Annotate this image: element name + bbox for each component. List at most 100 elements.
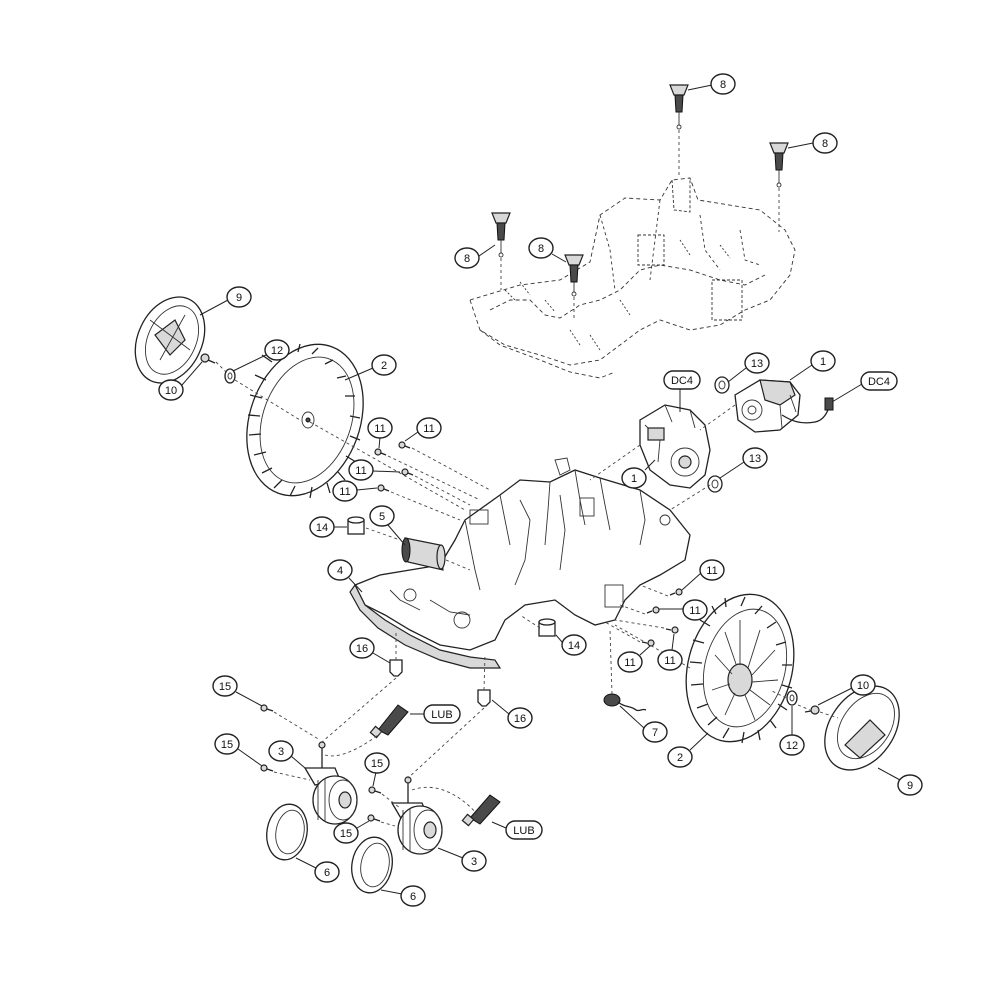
callout-label: 9 — [907, 780, 913, 792]
callout-label: 6 — [410, 891, 416, 903]
bushing-14-lower — [538, 618, 556, 637]
callout-label: 11 — [664, 655, 675, 667]
callout-label: 11 — [423, 423, 434, 435]
callout-bubble: 15 — [364, 752, 390, 774]
callout-bubble: 11 — [657, 649, 683, 671]
callout-bubble: DC4 — [860, 371, 898, 391]
bushing-14-upper — [347, 516, 365, 535]
callout-label: 11 — [689, 605, 700, 617]
callout-label: 10 — [857, 680, 869, 692]
callout-bubble: 2 — [667, 746, 693, 768]
hub-cap-left — [134, 296, 206, 384]
callout-bubble: 2 — [371, 354, 397, 376]
lower-chassis-4 — [349, 457, 691, 669]
callout-bubble: DC4 — [663, 370, 701, 390]
screw-8-parts — [491, 84, 789, 320]
callout-label: 2 — [677, 752, 683, 764]
callouts: 8 8 8 8 9 12 — [158, 73, 923, 907]
callout-label: 11 — [706, 565, 717, 577]
callout-label: 14 — [316, 522, 328, 534]
callout-label: 13 — [751, 358, 763, 370]
callout-bubble: 11 — [699, 559, 725, 581]
upper-chassis — [469, 177, 796, 379]
drive-wheel-right — [685, 593, 795, 744]
washer-12-left — [224, 368, 236, 384]
callout-bubble: 11 — [416, 417, 442, 439]
tire-6-right — [351, 836, 393, 894]
screw-10-left — [200, 353, 216, 364]
callout-label: 5 — [379, 511, 385, 523]
callout-bubble: 11 — [348, 459, 374, 481]
callout-bubble: 8 — [812, 132, 838, 154]
callout-bubble: 1 — [621, 467, 647, 489]
sensor-7 — [603, 693, 647, 712]
callout-label: 16 — [514, 713, 526, 725]
callout-bubble: LUB — [505, 820, 543, 840]
motor-gearbox-1-lower — [639, 404, 711, 489]
callout-label: LUB — [513, 825, 534, 837]
callout-label: 12 — [786, 740, 798, 752]
callout-bubble: 7 — [642, 721, 668, 743]
callout-bubble: 13 — [744, 352, 770, 374]
callout-bubble: 1 — [810, 350, 836, 372]
callout-label: 8 — [822, 138, 828, 150]
callout-label: 16 — [356, 643, 368, 655]
callout-bubble: 4 — [327, 559, 353, 581]
callout-bubble: 10 — [850, 674, 876, 696]
callout-label: 11 — [355, 465, 366, 477]
cable-dc4 — [781, 397, 834, 424]
callout-bubble: 15 — [212, 675, 238, 697]
callout-label: DC4 — [671, 375, 693, 387]
callout-bubble: 6 — [314, 861, 340, 883]
callout-label: 15 — [371, 758, 383, 770]
caster-wheel-3-left — [303, 741, 358, 825]
callout-label: 8 — [464, 253, 470, 265]
washer-13-upper — [714, 376, 730, 394]
callout-label: 1 — [820, 356, 826, 368]
callout-bubble: 16 — [349, 637, 375, 659]
pivot-16-lower — [477, 689, 491, 707]
callout-label: 13 — [749, 453, 761, 465]
callout-label: 4 — [337, 565, 343, 577]
callout-bubble: 9 — [897, 774, 923, 796]
callout-bubble: 14 — [309, 516, 335, 538]
callout-label: 11 — [374, 423, 385, 435]
callout-label: 8 — [538, 243, 544, 255]
washer-12-right — [786, 690, 798, 706]
callout-label: 11 — [339, 486, 350, 498]
callout-bubble: 11 — [367, 417, 393, 439]
lubricant-tube-1 — [369, 704, 409, 739]
pivot-16-upper — [389, 659, 403, 677]
screws-11 — [374, 441, 683, 647]
callout-label: LUB — [431, 709, 452, 721]
callout-label: 3 — [471, 856, 477, 868]
screw-10-right — [804, 705, 820, 715]
callout-label: 7 — [652, 727, 658, 739]
callout-bubble: 8 — [528, 237, 554, 259]
callout-bubble: 3 — [268, 740, 294, 762]
hub-cap-right — [824, 685, 900, 771]
callout-bubble: 5 — [369, 505, 395, 527]
callout-bubble: 10 — [158, 379, 184, 401]
callout-bubble: 15 — [333, 822, 359, 844]
callout-bubble: 12 — [264, 339, 290, 361]
callout-label: 9 — [236, 292, 242, 304]
callout-label: 12 — [271, 345, 283, 357]
callout-bubble: 6 — [400, 885, 426, 907]
callout-label: 15 — [219, 681, 231, 693]
callout-label: 2 — [381, 360, 387, 372]
callout-bubble: 8 — [710, 73, 736, 95]
tire-6-left — [266, 803, 308, 861]
callout-bubble: 14 — [561, 634, 587, 656]
callout-bubble: 11 — [617, 651, 643, 673]
callout-label: 14 — [568, 640, 580, 652]
callout-label: 3 — [278, 746, 284, 758]
washer-13-lower — [707, 475, 723, 493]
callout-label: 15 — [221, 739, 233, 751]
callout-bubble: 11 — [332, 480, 358, 502]
callout-bubble: 9 — [226, 286, 252, 308]
callout-bubble: 12 — [779, 734, 805, 756]
lubricant-tube-2 — [461, 794, 501, 827]
callout-bubble: 11 — [682, 599, 708, 621]
